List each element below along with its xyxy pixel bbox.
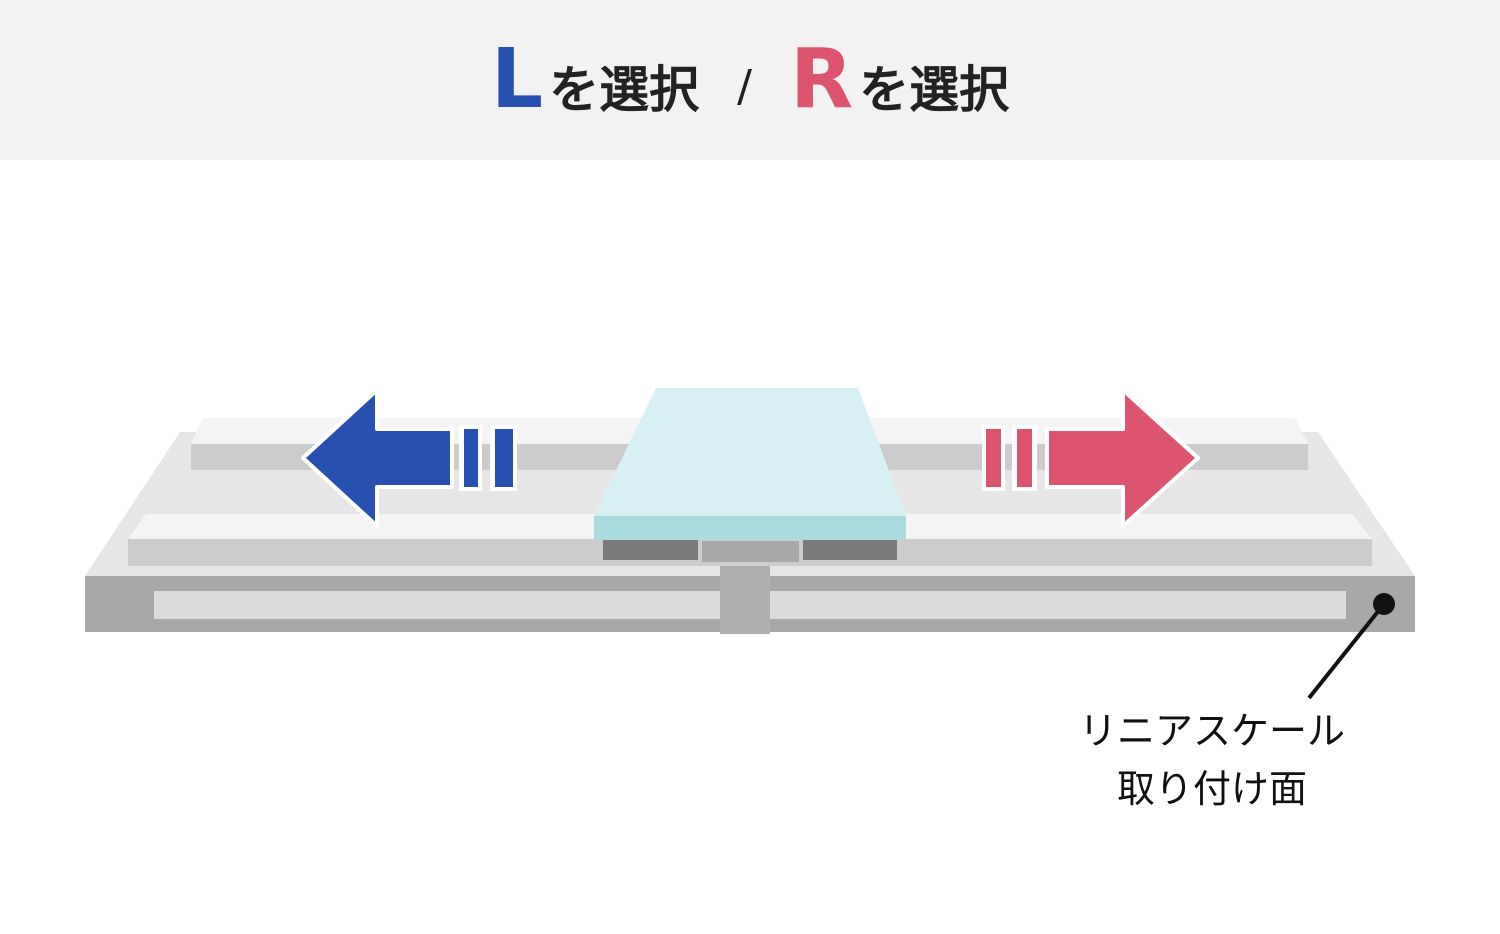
title-row: L を選択 / R を選択 xyxy=(0,0,1500,160)
center-post xyxy=(720,566,770,634)
option-right-letter: R xyxy=(789,31,854,127)
callout-leader-line xyxy=(1307,602,1386,700)
carriage-block-center xyxy=(702,541,799,562)
arrow-right-icon xyxy=(982,388,1200,528)
option-left-letter: L xyxy=(490,31,544,127)
arrow-left-icon xyxy=(301,388,517,528)
option-left-label: を選択 xyxy=(549,60,700,119)
scale-mounting-callout: リニアスケール 取り付け面 xyxy=(1062,702,1362,818)
option-right[interactable]: R を選択 xyxy=(789,31,1010,127)
moving-table-top xyxy=(594,388,906,516)
callout-marker xyxy=(1373,593,1395,615)
callout-line-1: リニアスケール xyxy=(1078,709,1345,753)
option-left[interactable]: L を選択 xyxy=(490,31,700,127)
callout-line-2: 取り付け面 xyxy=(1116,767,1307,811)
separator: / xyxy=(737,60,752,112)
header-band xyxy=(0,0,1500,160)
option-right-label: を選択 xyxy=(859,60,1010,119)
moving-table-front xyxy=(594,516,906,540)
carriage-block-right xyxy=(803,540,897,560)
carriage-block-left xyxy=(603,540,698,560)
